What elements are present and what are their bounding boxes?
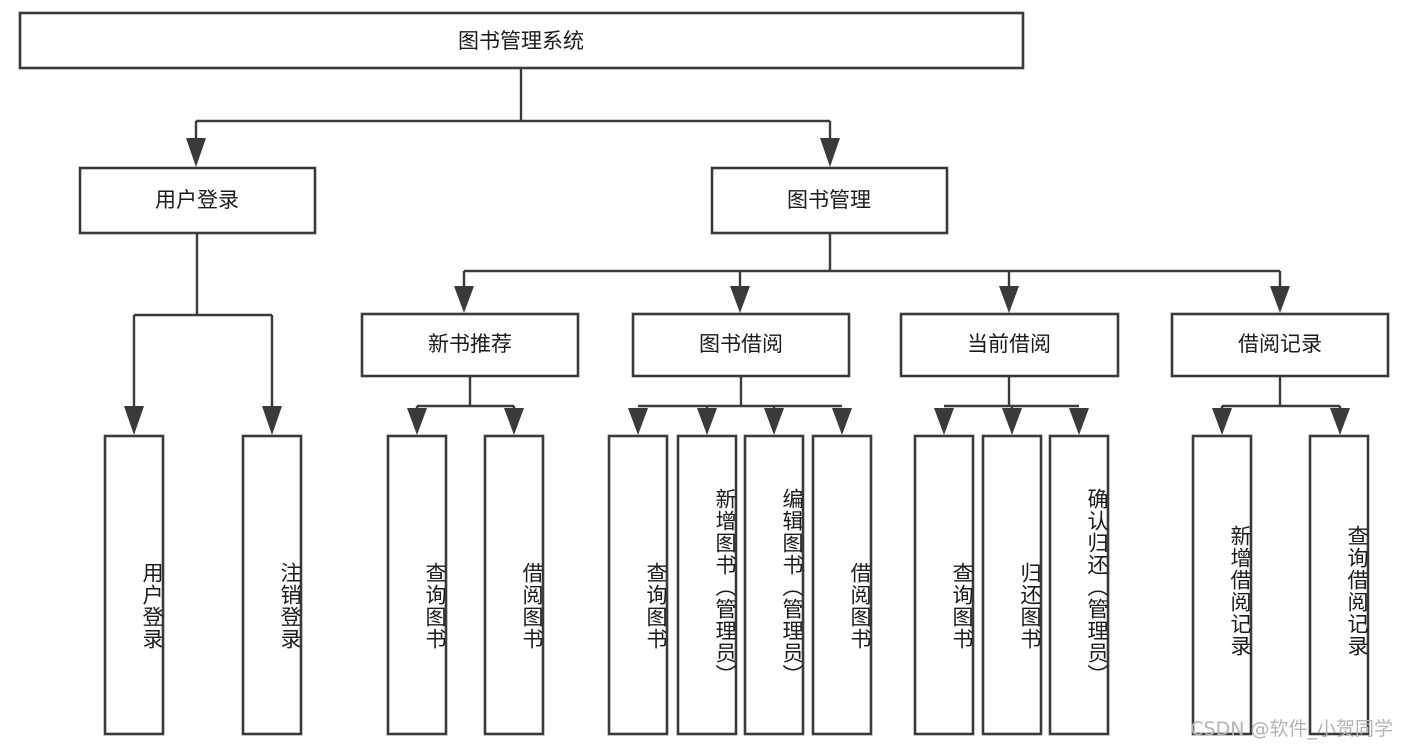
node-book-management-rect[interactable] bbox=[710, 166, 949, 235]
node-book-management-label: 图书管理 bbox=[787, 188, 871, 212]
connector-book-manage-to-level3 bbox=[454, 233, 1290, 313]
leaf-box-bb-edit-book[interactable] bbox=[743, 434, 805, 736]
node-current-borrow-label: 当前借阅 bbox=[967, 332, 1051, 356]
arrow-head-user-login bbox=[186, 138, 206, 167]
node-book-borrow[interactable]: 图书借阅 bbox=[631, 312, 851, 378]
node-user-login[interactable]: 用户登录 bbox=[78, 166, 317, 235]
leaf-box-br-add-record[interactable] bbox=[1191, 434, 1253, 736]
leaf-box-nb-borrow-book[interactable] bbox=[483, 434, 545, 736]
leaf-box-br-query-record[interactable] bbox=[1308, 434, 1370, 736]
node-book-borrow-label: 图书借阅 bbox=[699, 332, 783, 356]
leaf-box-user-login[interactable] bbox=[103, 434, 165, 736]
node-borrow-record-label: 借阅记录 bbox=[1238, 332, 1322, 356]
arrow-head-book-borrow bbox=[730, 286, 750, 313]
arrow-head-book-manage bbox=[820, 138, 840, 167]
node-root-book-management-system[interactable]: 图书管理系统 bbox=[18, 11, 1025, 70]
connector-root-to-level2 bbox=[186, 68, 840, 167]
node-new-book-recommend[interactable]: 新书推荐 bbox=[360, 312, 580, 378]
arrow-head-cb-leaf-3 bbox=[1069, 408, 1089, 435]
arrow-head-bb-leaf-3 bbox=[764, 408, 784, 435]
node-borrow-record[interactable]: 借阅记录 bbox=[1170, 312, 1390, 378]
arrow-head-bb-leaf-1 bbox=[628, 408, 648, 435]
node-current-borrow[interactable]: 当前借阅 bbox=[899, 312, 1120, 378]
arrow-head-leaf-user-login bbox=[124, 406, 144, 435]
leaf-box-logout[interactable] bbox=[241, 434, 303, 736]
connector-new-book-to-leaves bbox=[407, 376, 524, 435]
arrow-head-br-leaf-1 bbox=[1212, 408, 1232, 435]
node-book-management[interactable]: 图书管理 bbox=[710, 166, 949, 235]
arrow-head-nb-leaf-1 bbox=[407, 408, 427, 435]
node-user-login-rect[interactable] bbox=[78, 166, 317, 235]
leaf-box-bb-add-book[interactable] bbox=[676, 434, 738, 736]
leaf-box-cb-query-book[interactable] bbox=[913, 434, 975, 736]
connector-user-login-to-leaves bbox=[124, 233, 282, 435]
arrow-head-current-borrow bbox=[999, 286, 1019, 313]
node-new-book-recommend-label: 新书推荐 bbox=[428, 332, 512, 356]
node-borrow-record-rect[interactable] bbox=[1170, 312, 1390, 378]
arrow-head-cb-leaf-1 bbox=[934, 408, 954, 435]
leaf-box-cb-return-book[interactable] bbox=[981, 434, 1043, 736]
arrow-head-nb-leaf-2 bbox=[504, 408, 524, 435]
arrow-head-leaf-logout bbox=[262, 406, 282, 435]
connector-book-borrow-to-leaves bbox=[628, 376, 852, 435]
leaf-box-nb-query-book[interactable] bbox=[386, 434, 448, 736]
leaf-box-cb-confirm-return[interactable] bbox=[1048, 434, 1110, 736]
node-user-login-label: 用户登录 bbox=[155, 188, 239, 212]
leaf-box-bb-borrow-book[interactable] bbox=[811, 434, 873, 736]
arrow-head-bb-leaf-4 bbox=[832, 408, 852, 435]
leaf-box-bb-query-book[interactable] bbox=[607, 434, 669, 736]
arrow-head-new-book bbox=[454, 286, 474, 313]
connector-current-borrow-to-leaves bbox=[934, 376, 1089, 435]
node-book-borrow-rect[interactable] bbox=[631, 312, 851, 378]
node-root-rect[interactable] bbox=[18, 11, 1025, 70]
node-current-borrow-rect[interactable] bbox=[899, 312, 1120, 378]
arrow-head-bb-leaf-2 bbox=[697, 408, 717, 435]
node-root-label: 图书管理系统 bbox=[458, 29, 584, 53]
arrow-head-cb-leaf-2 bbox=[1002, 408, 1022, 435]
connector-borrow-record-to-leaves bbox=[1212, 376, 1350, 435]
arrow-head-borrow-record bbox=[1270, 286, 1290, 313]
node-new-book-recommend-rect[interactable] bbox=[360, 312, 580, 378]
arrow-head-br-leaf-2 bbox=[1330, 408, 1350, 435]
